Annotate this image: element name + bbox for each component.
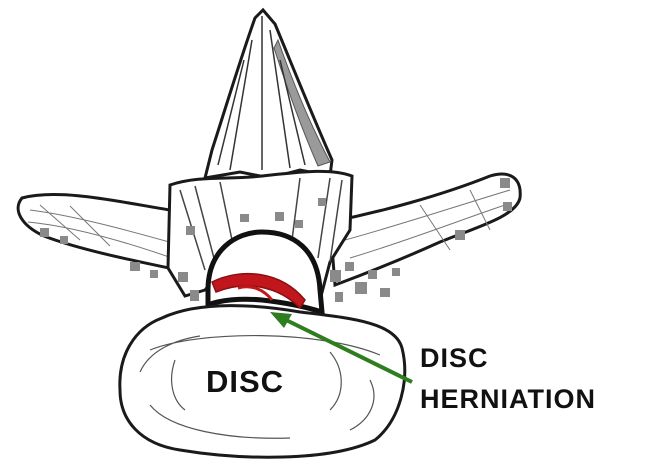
herniation-callout-line2: HERNIATION — [420, 384, 596, 415]
disc-label: DISC — [206, 364, 284, 400]
herniation-callout-line1: DISC — [420, 343, 489, 374]
right-transverse-process — [330, 174, 520, 285]
